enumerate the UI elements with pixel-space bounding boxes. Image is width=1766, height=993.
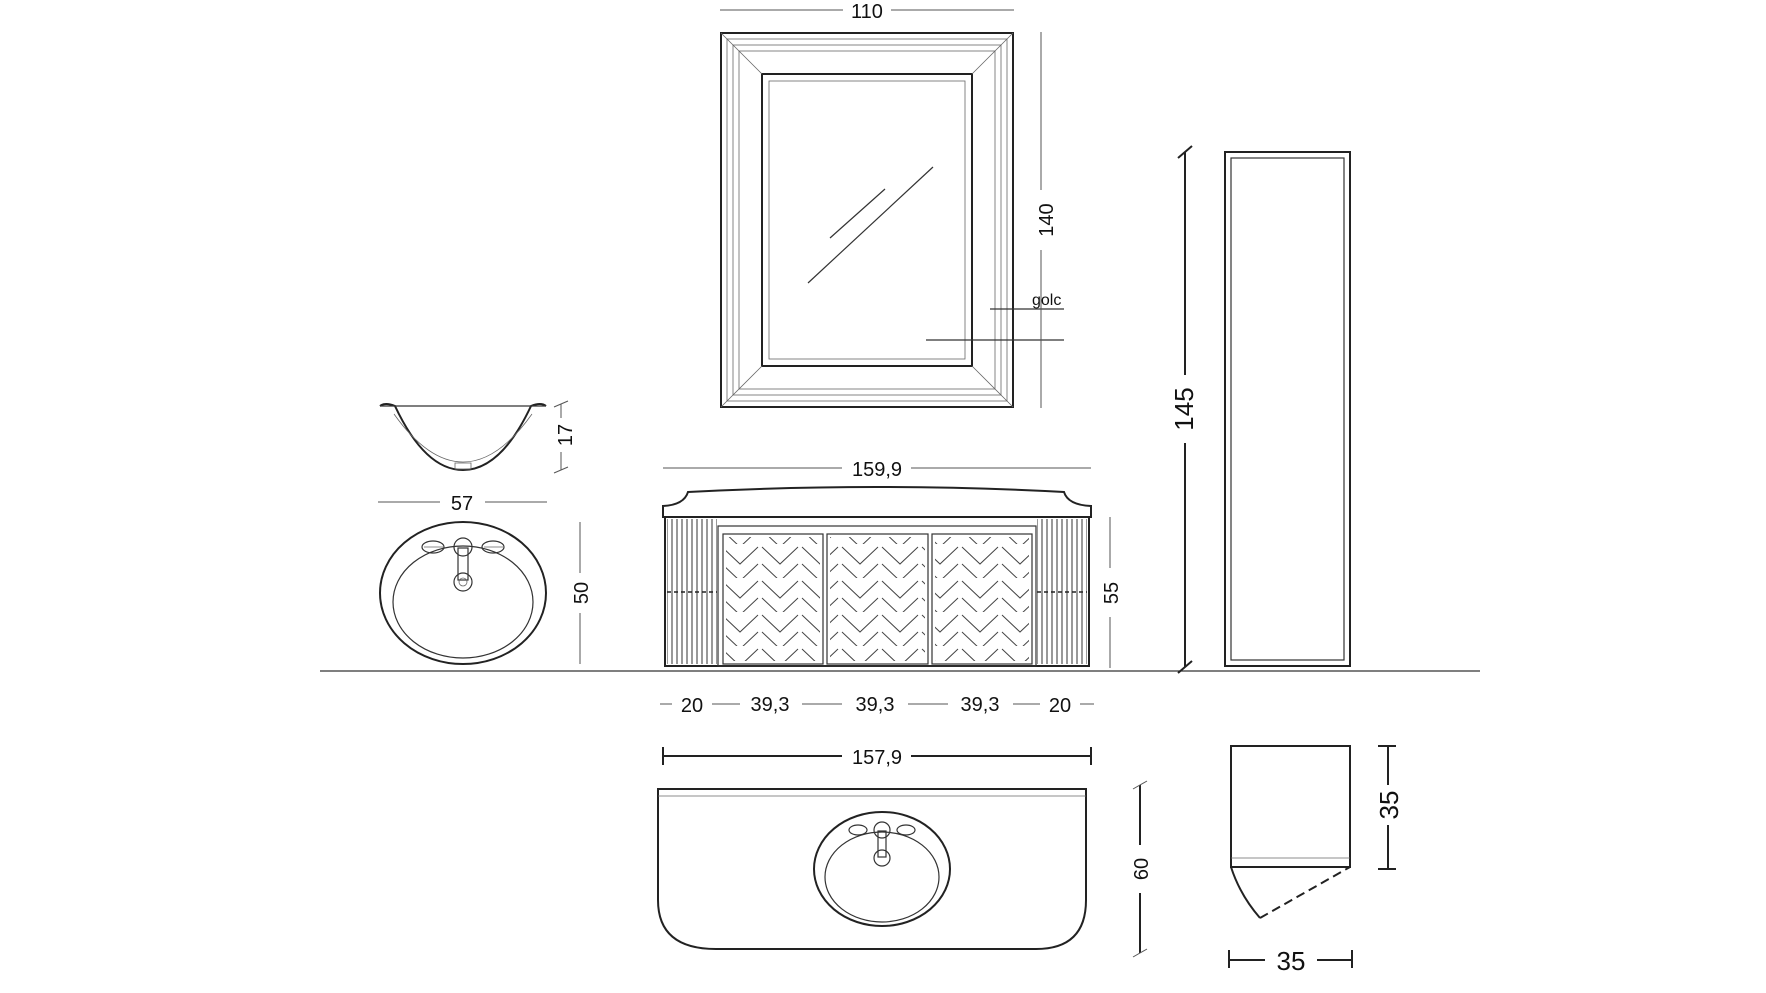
vanity-front-view [662,486,1092,667]
dim-mirror-width-label: 110 [851,1,883,23]
dim-column-height-label: 145 [1169,387,1199,430]
dim-segment-door-2-label: 39,3 [856,694,895,716]
dim-top-depth-label: 60 [1131,858,1153,880]
dim-mirror-height-label: 140 [1036,203,1058,236]
dim-vanity-body-width-label: 157,9 [852,747,902,769]
dim-vanity-height: 55 [1101,517,1123,668]
dim-column-depth-label: 35 [1374,791,1404,820]
dim-top-depth: 60 [1131,780,1153,958]
dim-vanity-height-label: 55 [1101,582,1123,604]
column-plan-view [1230,745,1351,919]
dim-mirror-width: 110 [720,1,1014,23]
mirror-front-view [720,32,1064,408]
basin-section-view [379,403,547,472]
tall-column-front-view [1224,151,1351,667]
dim-segment-door-1-label: 39,3 [751,694,790,716]
dim-basin-depth: 17 [553,400,577,474]
dim-vanity-body-width: 157,9 [662,747,1092,769]
dim-segment-side-right-label: 20 [1049,695,1071,717]
dim-basin-length: 50 [571,522,593,664]
dim-segment-door-3-label: 39,3 [961,694,1000,716]
dim-basin-depth-label: 17 [555,424,577,446]
dim-column-height: 145 [1169,145,1199,674]
dim-mirror-height: 140 [1036,32,1058,408]
dim-column-width-label: 35 [1277,946,1306,976]
dim-segments: 20 39,3 39,3 39,3 20 [660,694,1094,717]
dim-column-depth: 35 [1374,745,1404,870]
dim-basin-width: 57 [378,493,547,515]
dim-vanity-top-width: 159,9 [663,459,1091,481]
dim-column-width: 35 [1228,946,1353,976]
vanity-plan-view [657,788,1087,950]
mirror-note-label: golc [1032,292,1061,309]
dim-segment-side-left-label: 20 [681,695,703,717]
dim-vanity-top-width-label: 159,9 [852,459,902,481]
basin-plan-view [379,521,547,665]
dim-basin-width-label: 57 [451,493,473,515]
dim-basin-length-label: 50 [571,582,593,604]
